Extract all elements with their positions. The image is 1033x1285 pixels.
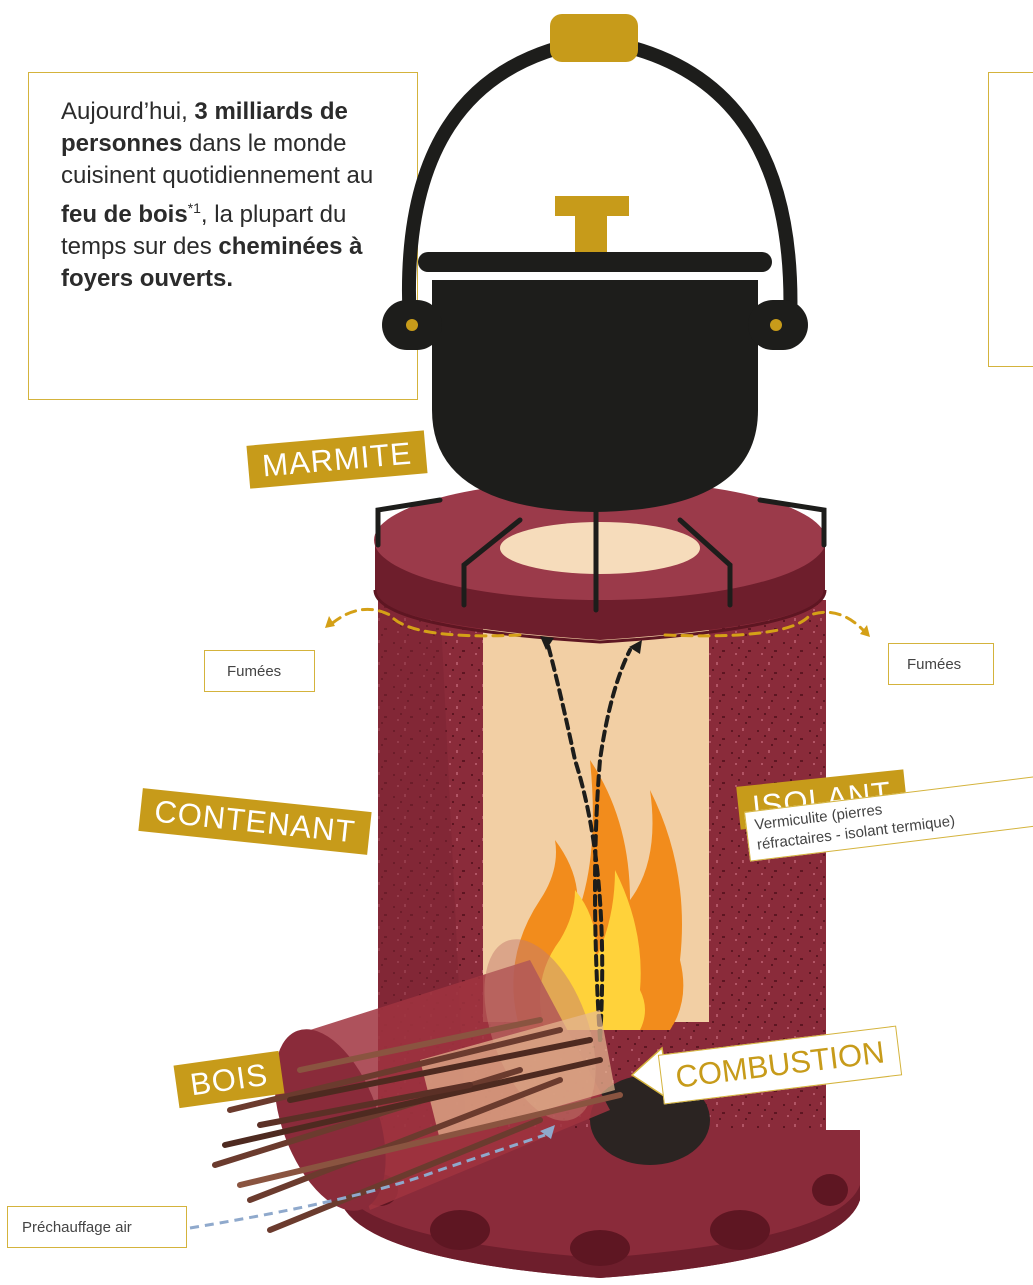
- note-fumees-right: Fumées: [888, 643, 994, 685]
- pot: [382, 14, 808, 512]
- note-fumees-left: Fumées: [204, 650, 315, 692]
- note-prechauffage: Préchauffage air: [7, 1206, 187, 1248]
